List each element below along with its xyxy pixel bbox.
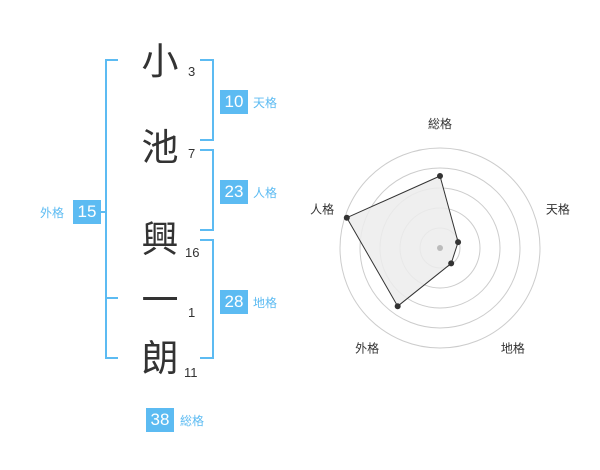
radar-axis-label-5: 人格 xyxy=(310,202,334,217)
chikaku-label: 地格 xyxy=(253,296,278,310)
name-char-2: 池 xyxy=(141,126,179,169)
radar-point-4 xyxy=(394,303,401,310)
tenkaku-value: 10 xyxy=(220,90,248,114)
chikaku-value: 28 xyxy=(220,290,248,314)
chikaku-bracket xyxy=(200,239,214,359)
radar-axis-label-2: 天格 xyxy=(546,202,570,217)
radar-axis-label-1: 総格 xyxy=(428,116,452,131)
radar-data-points xyxy=(343,173,462,310)
radar-point-2 xyxy=(455,239,462,246)
radar-axis-label-3: 地格 xyxy=(501,340,525,355)
gaikaku-bracket xyxy=(105,59,118,359)
radar-data-polygon xyxy=(346,175,459,307)
stroke-count-1: 3 xyxy=(188,64,196,79)
soukaku-value: 38 xyxy=(146,408,174,432)
name-char-4: 一 xyxy=(141,279,179,322)
radar-ring xyxy=(339,147,541,349)
soukaku-label: 総格 xyxy=(180,414,205,428)
stroke-count-2: 7 xyxy=(188,146,196,161)
name-char-1: 小 xyxy=(141,40,179,83)
radar-point-5 xyxy=(343,214,350,221)
jinkaku-label: 人格 xyxy=(253,186,278,200)
jinkaku-bracket xyxy=(200,149,214,231)
tenkaku-bracket xyxy=(200,59,214,141)
name-char-3: 興 xyxy=(141,218,179,261)
stroke-count-3: 16 xyxy=(185,245,200,260)
jinkaku-value: 23 xyxy=(220,180,248,204)
radar-point-3 xyxy=(448,260,455,267)
name-char-5: 朗 xyxy=(141,337,179,380)
radar-ring xyxy=(359,167,521,329)
gaikaku-label: 外格 xyxy=(40,206,65,220)
tenkaku-label: 天格 xyxy=(253,96,278,110)
gaikaku-value: 15 xyxy=(73,200,101,224)
stroke-count-4: 1 xyxy=(188,305,196,320)
stroke-count-5: 11 xyxy=(184,365,198,380)
radar-point-1 xyxy=(437,173,443,179)
radar-center-dot xyxy=(437,245,443,251)
radar-axis-label-4: 外格 xyxy=(355,340,379,355)
